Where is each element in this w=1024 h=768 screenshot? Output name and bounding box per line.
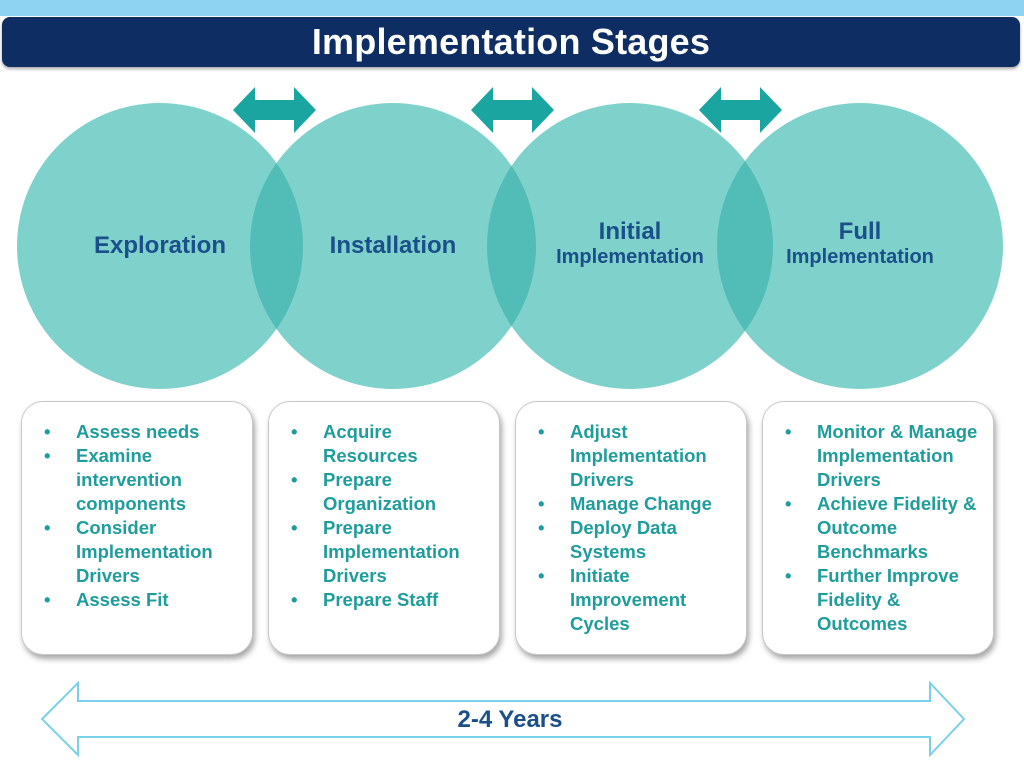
- title-banner: Implementation Stages: [2, 17, 1020, 67]
- bullet-icon: •: [538, 565, 545, 586]
- bullet-icon: •: [785, 421, 792, 442]
- stage-title: Full: [838, 218, 882, 245]
- activity-list: •Acquire Resources •Prepare Organization…: [287, 420, 489, 612]
- stage-label-installation: Installation: [273, 232, 513, 260]
- list-item: •Initiate Improvement Cycles: [538, 565, 687, 634]
- activity-card-exploration: •Assess needs •Examine intervention comp…: [21, 401, 253, 655]
- stage-circle-initial-implementation: [487, 103, 773, 389]
- list-item: •Assess Fit: [44, 589, 169, 610]
- bullet-icon: •: [291, 469, 298, 490]
- list-item: •Prepare Staff: [291, 589, 439, 610]
- bullet-icon: •: [44, 517, 51, 538]
- stage-label-full-implementation: Full Implementation: [740, 218, 980, 269]
- stage-title: Exploration: [93, 232, 226, 259]
- stage-circle-installation: [250, 103, 536, 389]
- bullet-icon: •: [44, 589, 51, 610]
- bullet-icon: •: [44, 445, 51, 466]
- activity-list: •Monitor & Manage Implementation Drivers…: [781, 420, 983, 636]
- page-title: Implementation Stages: [311, 21, 711, 62]
- list-item: •Achieve Fidelity & Outcome Benchmarks: [785, 493, 977, 562]
- stage-label-initial-implementation: Initial Implementation: [510, 218, 750, 269]
- list-item: •Consider Implementation Drivers: [44, 517, 213, 586]
- activity-card-full-implementation: •Monitor & Manage Implementation Drivers…: [762, 401, 994, 655]
- bullet-icon: •: [785, 493, 792, 514]
- bullet-icon: •: [291, 517, 298, 538]
- stage-subtitle: Implementation: [556, 245, 704, 268]
- timeline-label: 2-4 Years: [457, 706, 563, 733]
- double-arrow-icon: [233, 87, 316, 133]
- top-accent-strip: [0, 0, 1024, 16]
- list-item: •Acquire Resources: [291, 421, 418, 466]
- double-arrow-icon: [471, 87, 554, 133]
- bullet-icon: •: [44, 421, 51, 442]
- stage-circle-exploration: [17, 103, 303, 389]
- activity-list: •Adjust Implementation Drivers •Manage C…: [534, 420, 736, 636]
- bullet-icon: •: [291, 589, 298, 610]
- activity-card-initial-implementation: •Adjust Implementation Drivers •Manage C…: [515, 401, 747, 655]
- activity-list: •Assess needs •Examine intervention comp…: [40, 420, 242, 612]
- stage-subtitle: Implementation: [786, 245, 934, 268]
- list-item: •Assess needs: [44, 421, 200, 442]
- list-item: •Deploy Data Systems: [538, 517, 677, 562]
- stage-title: Installation: [329, 232, 457, 259]
- stage-title: Initial: [598, 218, 662, 245]
- list-item: •Prepare Implementation Drivers: [291, 517, 460, 586]
- activity-card-installation: •Acquire Resources •Prepare Organization…: [268, 401, 500, 655]
- list-item: •Adjust Implementation Drivers: [538, 421, 707, 490]
- timeline-arrow: [40, 680, 966, 758]
- stage-circle-full-implementation: [717, 103, 1003, 389]
- list-item: •Monitor & Manage Implementation Drivers: [785, 421, 978, 490]
- list-item: •Further Improve Fidelity & Outcomes: [785, 565, 959, 634]
- double-arrow-icon: [699, 87, 782, 133]
- list-item: •Prepare Organization: [291, 469, 437, 514]
- bullet-icon: •: [538, 421, 545, 442]
- list-item: •Manage Change: [538, 493, 712, 514]
- bullet-icon: •: [785, 565, 792, 586]
- bullet-icon: •: [291, 421, 298, 442]
- bullet-icon: •: [538, 517, 545, 538]
- list-item: •Examine intervention components: [44, 445, 186, 514]
- bullet-icon: •: [538, 493, 545, 514]
- stage-label-exploration: Exploration: [40, 232, 280, 260]
